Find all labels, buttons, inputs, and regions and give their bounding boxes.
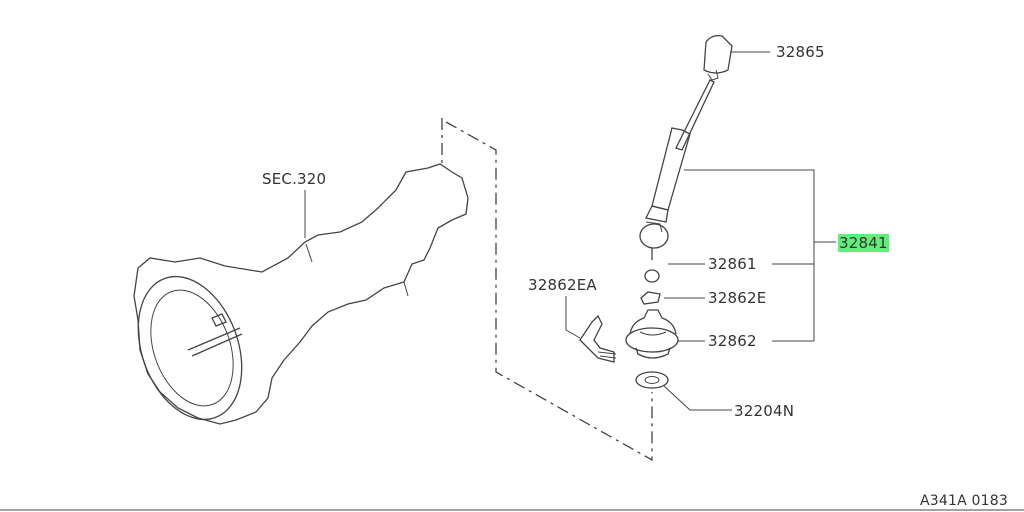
clip-part	[640, 291, 661, 305]
transmission-housing	[133, 163, 469, 425]
assembly-bracket	[684, 169, 815, 341]
bushing-part	[644, 269, 660, 283]
label-clip: 32862E	[708, 289, 767, 307]
boot-part	[625, 309, 679, 359]
label-boot: 32862	[708, 332, 757, 350]
shift-lever	[639, 79, 715, 260]
ring-leader	[663, 385, 732, 411]
label-lever-assembly: 32841	[838, 234, 889, 252]
label-ring: 32204N	[734, 402, 795, 420]
label-band: 32862EA	[528, 276, 597, 294]
ring-part	[635, 371, 669, 389]
label-knob: 32865	[776, 43, 825, 61]
label-bushing: 32861	[708, 255, 757, 273]
shift-knob	[703, 34, 733, 81]
mounting-dashed-line	[441, 118, 653, 462]
band-part	[579, 314, 617, 363]
band-leader	[565, 296, 581, 339]
diagram-code: A341A 0183	[920, 493, 1008, 509]
label-sec-320: SEC.320	[262, 170, 327, 188]
